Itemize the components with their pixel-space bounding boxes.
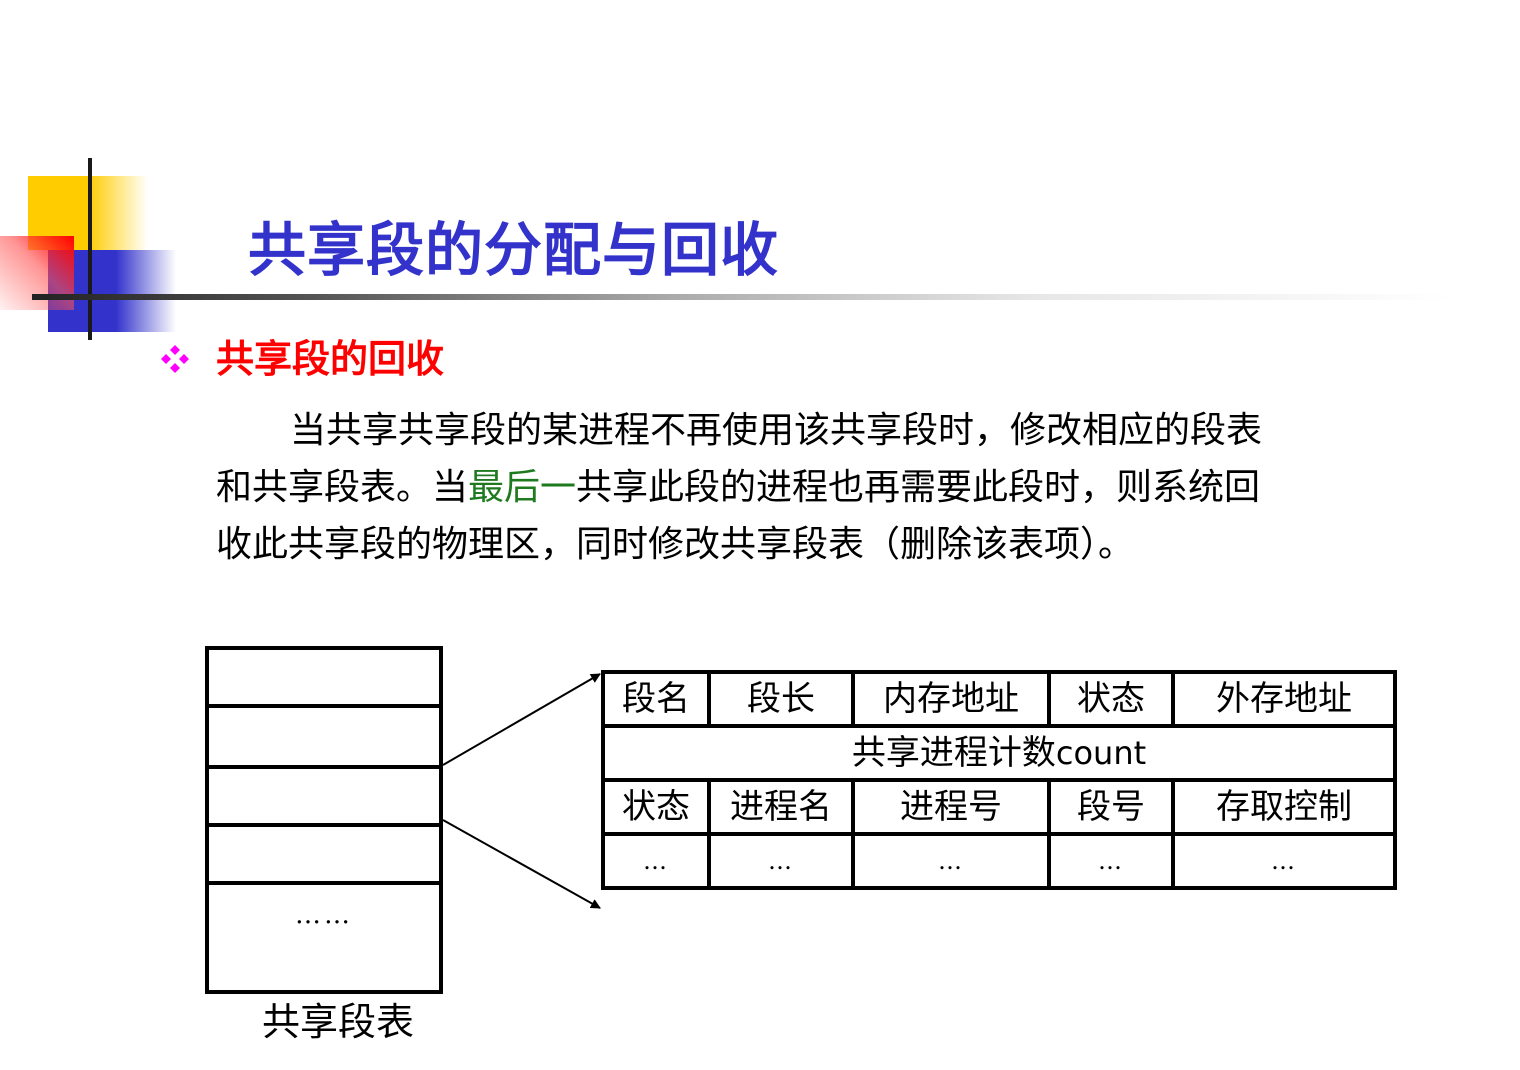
paragraph-line-2-post: 共享此段的进程也再需要此段时，则系统回 [576,467,1261,508]
highlighted-text: 最后一 [468,467,577,508]
paragraph-line-2-pre: 和共享段表。当 [216,467,469,508]
table-cell: 段名 [601,670,711,728]
paragraph-line-3: 收此共享段的物理区，同时修改共享段表（删除该表项）。 [216,524,1135,565]
shared-segment-entry-table: 段名 段长 内存地址 状态 外存地址 共享进程计数count 状态 进程名 进程… [601,670,1397,890]
slide-title: 共享段的分配与回收 [248,216,780,284]
table-cell: … [707,832,855,890]
stack-row [209,650,439,708]
arrow-up-icon [442,673,601,766]
table-row: 共享进程计数count [601,724,1397,782]
paragraph-line-1: 当共享共享段的某进程不再使用该共享段时，修改相应的段表 [290,410,1263,451]
diamond-cluster-icon [161,345,189,373]
table-cell: 存取控制 [1171,778,1397,836]
table-row: 段名 段长 内存地址 状态 外存地址 [601,670,1397,728]
paragraph-line-2: 和共享段表。当最后一共享此段的进程也再需要此段时，则系统回 [216,459,1376,516]
share-count-cell: 共享进程计数count [601,724,1397,782]
table-cell: … [1047,832,1175,890]
table-cell: 段长 [707,670,855,728]
stack-ellipsis: …… [295,900,353,930]
table-cell: 状态 [1047,670,1175,728]
decor-vertical-line [88,158,92,340]
share-count-var: count [1055,734,1147,772]
table-cell: 进程名 [707,778,855,836]
title-underline [32,294,1452,300]
table-cell: 进程号 [851,778,1051,836]
table-cell: … [1171,832,1397,890]
share-count-label: 共享进程计数 [851,733,1056,773]
table-row: … … … … … [601,832,1397,890]
stack-row [209,769,439,827]
body-paragraph: 当共享共享段的某进程不再使用该共享段时，修改相应的段表 和共享段表。当最后一共享… [216,402,1376,573]
shared-segment-table-label: 共享段表 [262,1000,415,1044]
table-row: 状态 进程名 进程号 段号 存取控制 [601,778,1397,836]
shared-segment-table-box [205,646,443,994]
table-cell: … [851,832,1051,890]
arrow-down-icon [442,819,601,909]
section-heading: 共享段的回收 [216,337,445,381]
table-cell: 状态 [601,778,711,836]
table-cell: … [601,832,711,890]
stack-row [209,827,439,885]
stack-row [209,708,439,769]
table-cell: 段号 [1047,778,1175,836]
table-cell: 外存地址 [1171,670,1397,728]
table-cell: 内存地址 [851,670,1051,728]
